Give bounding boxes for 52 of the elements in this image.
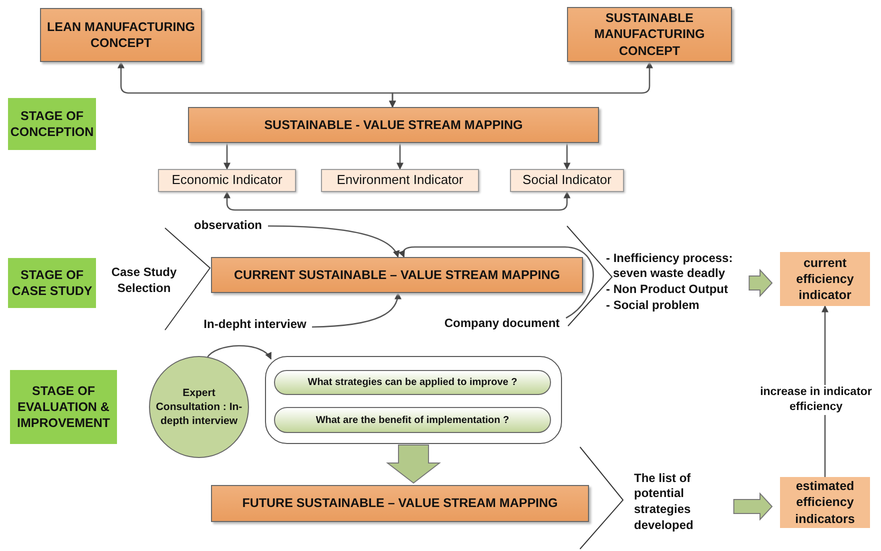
indicator-box	[510, 169, 624, 192]
list-item: - Non Product Output	[606, 282, 729, 298]
node-label: What strategies can be applied to improve ?	[308, 376, 518, 389]
stage-box	[10, 370, 117, 444]
node-label: Environment Indicator	[336, 172, 464, 189]
arrow	[206, 345, 272, 360]
arrow	[224, 143, 230, 170]
result-box	[780, 477, 870, 528]
source-text: Company document	[444, 316, 560, 332]
question-pill	[274, 370, 551, 395]
node-label: STAGE OF CASE STUDY	[10, 266, 94, 300]
arrow	[268, 225, 399, 258]
node-label: Expert Consultation : In-depth interview	[154, 386, 244, 428]
node-label: LEAN MANUFACTURING CONCEPT	[46, 18, 196, 52]
result-box	[780, 252, 870, 306]
indicator-box	[321, 169, 479, 192]
arrow	[312, 292, 401, 328]
node-label: FUTURE SUSTAINABLE – VALUE STREAM MAPPING	[242, 495, 558, 512]
list-item: - Inefficiency process: seven waste deadly	[606, 250, 734, 282]
question-container	[265, 356, 562, 444]
block-arrow	[748, 268, 773, 298]
node-label: What are the benefit of implementation ?	[316, 414, 510, 426]
node-label: estimated efficiency indicators	[794, 478, 856, 527]
block-arrow	[733, 492, 773, 521]
list-item: - Social problem	[606, 298, 700, 314]
indicator-box	[158, 169, 296, 192]
node-label: STAGE OF CONCEPTION	[9, 108, 95, 140]
arrow	[389, 61, 653, 108]
question-pill	[274, 407, 551, 433]
arrow	[396, 143, 404, 170]
arrow	[224, 191, 570, 211]
source-text: In-depht interview	[204, 317, 306, 333]
node-label: CURRENT SUSTAINABLE – VALUE STREAM MAPPING	[234, 266, 560, 284]
source-text: observation	[194, 218, 262, 234]
block-arrow	[386, 444, 441, 484]
stage-box	[8, 98, 96, 150]
concept-box	[40, 8, 202, 62]
arrow	[398, 246, 594, 319]
stage-box	[8, 258, 96, 308]
node-label: SUSTAINABLE MANUFACTURING CONCEPT	[593, 10, 706, 59]
node-label: SUSTAINABLE - VALUE STREAM MAPPING	[264, 116, 523, 134]
stage-note: Case Study Selection	[110, 265, 178, 296]
arrow	[564, 143, 570, 170]
process-box	[188, 107, 599, 143]
node-label: STAGE OF EVALUATION & IMPROVEMENT	[16, 382, 112, 432]
process-box	[211, 485, 589, 522]
result-text: The list of potential strategies developed	[634, 470, 694, 534]
node-label: current efficiency indicator	[795, 254, 855, 304]
node-label: Economic Indicator	[172, 172, 282, 189]
process-box	[211, 257, 583, 293]
concept-box	[567, 7, 732, 62]
node-label: Social Indicator	[522, 172, 612, 189]
